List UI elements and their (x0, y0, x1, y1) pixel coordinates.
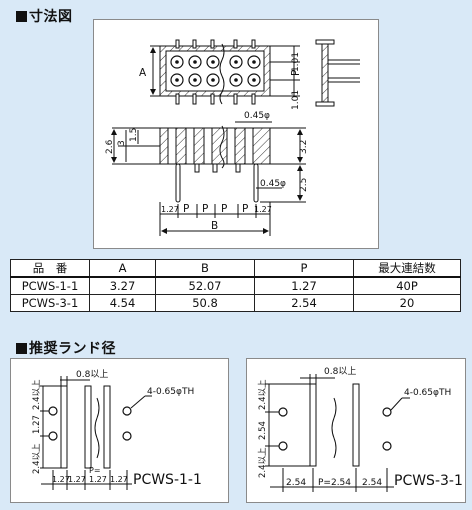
land-hole (278, 407, 288, 417)
right-h2: P=2.54 (318, 478, 351, 488)
dim-1-5: 1.5 (129, 128, 139, 142)
dim-0-45-bottom: 0.45φ (260, 179, 286, 189)
right-v-bottom: 2.4以上 (258, 447, 268, 478)
dim-3-2: 3.2 (299, 140, 309, 154)
heading-dimensions: 寸法図 (16, 6, 73, 26)
left-hole-label: 4-0.65φTH (147, 387, 194, 397)
dim-pitch-1: P (183, 203, 189, 215)
left-h4: 1.27 (110, 475, 128, 484)
dim-2-5: 2.5 (299, 178, 309, 192)
right-h3: 2.54 (362, 478, 382, 488)
right-h1: 2.54 (286, 478, 306, 488)
left-v-bottom: 2.4以上 (32, 443, 42, 474)
left-v-mid: 1.27 (32, 415, 42, 434)
heading-land: 推奨ランド径 (16, 338, 116, 358)
dim-1-01-bottom: 1.01 (291, 90, 301, 110)
land-hole (382, 407, 392, 417)
right-hole-label: 4-0.65φTH (404, 388, 451, 398)
right-v-top: 2.4以上 (258, 379, 268, 410)
right-width-label: 0.8以上 (324, 366, 356, 377)
spec-table: 品 番 A B P 最大連結数 PCWS-1-1 3.27 52.07 1.27… (10, 259, 461, 312)
table-header-row: 品 番 A B P 最大連結数 (10, 259, 461, 278)
table-row: PCWS-1-1 3.27 52.07 1.27 40P (10, 276, 461, 295)
land-hole (122, 431, 132, 441)
dim-1-27-left: 1.27 (161, 205, 179, 214)
bullet-square-icon (16, 343, 27, 354)
left-p-eq: P= (89, 466, 101, 475)
dim-p-side: P (290, 70, 302, 76)
dim-3: 3 (117, 140, 127, 146)
left-model-label: PCWS-1-1 (133, 472, 202, 488)
front-view: 0.45φ 0.45φ 2.6 3 1.5 3.2 2.5 (105, 111, 309, 236)
dim-2-6: 2.6 (105, 139, 115, 154)
dim-pitch-3: P (221, 203, 227, 215)
left-h2: 1.27 (68, 475, 86, 484)
dim-1-01-top: 1.01 (291, 52, 301, 72)
left-v-top: 2.4以上 (32, 379, 42, 410)
land-hole (382, 441, 392, 451)
right-model-label: PCWS-3-1 (394, 473, 463, 489)
left-h3: 1.27 (89, 475, 107, 484)
dim-b-label: B (211, 220, 218, 232)
col-max: 最大連結数 (353, 259, 461, 278)
bullet-square-icon (16, 11, 27, 22)
dim-0-45-top: 0.45φ (244, 111, 270, 121)
left-width-label: 0.8以上 (76, 369, 108, 380)
dim-pitch-4: P (242, 203, 248, 215)
left-h1: 1.27 (52, 475, 70, 484)
dim-1-27-right: 1.27 (254, 205, 272, 214)
dim-pitch-2: P (202, 203, 208, 215)
land-hole (122, 406, 132, 416)
land-panel-left (10, 358, 229, 503)
top-view: A 1.01 P 1.01 (139, 39, 360, 110)
dim-a-label: A (139, 67, 147, 79)
right-v-mid: 2.54 (258, 421, 268, 440)
land-hole (278, 441, 288, 451)
table-row: PCWS-3-1 4.54 50.8 2.54 20 (10, 294, 461, 312)
